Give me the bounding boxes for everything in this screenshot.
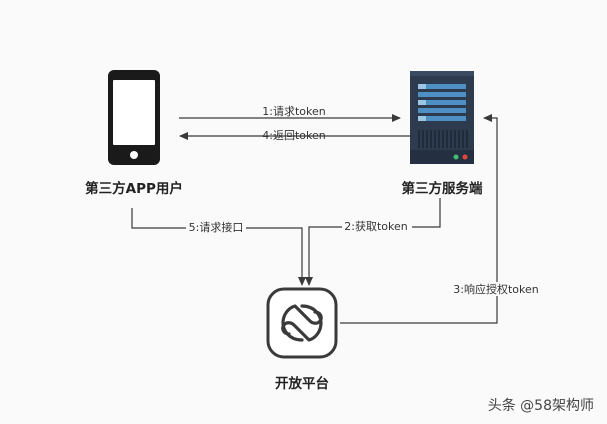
node-label-server: 第三方服务端 — [402, 180, 483, 197]
edge-label-request-token: 1:请求token — [262, 105, 325, 118]
open-platform-icon — [266, 287, 338, 359]
edge-return-token: 4:返回token — [179, 129, 410, 142]
server-icon — [410, 71, 474, 164]
edge-label-call-api: 5:请求接口 — [189, 221, 244, 234]
smartphone-icon — [108, 70, 160, 165]
node-label-platform: 开放平台 — [275, 375, 329, 392]
node-label-client: 第三方APP用户 — [85, 180, 183, 197]
edge-fetch-token: 2:获取token — [305, 198, 441, 286]
edge-call-api: 5:请求接口 — [131, 208, 306, 286]
edge-label-grant-token: 3:响应授权token — [453, 282, 538, 296]
edge-label-return-token: 4:返回token — [262, 129, 325, 142]
edge-request-token: 1:请求token — [179, 105, 401, 122]
edge-label-fetch-token: 2:获取token — [344, 220, 407, 233]
edge-grant-token: 3:响应授权token — [340, 114, 542, 324]
watermark-text: 头条 @58架构师 — [488, 397, 594, 414]
